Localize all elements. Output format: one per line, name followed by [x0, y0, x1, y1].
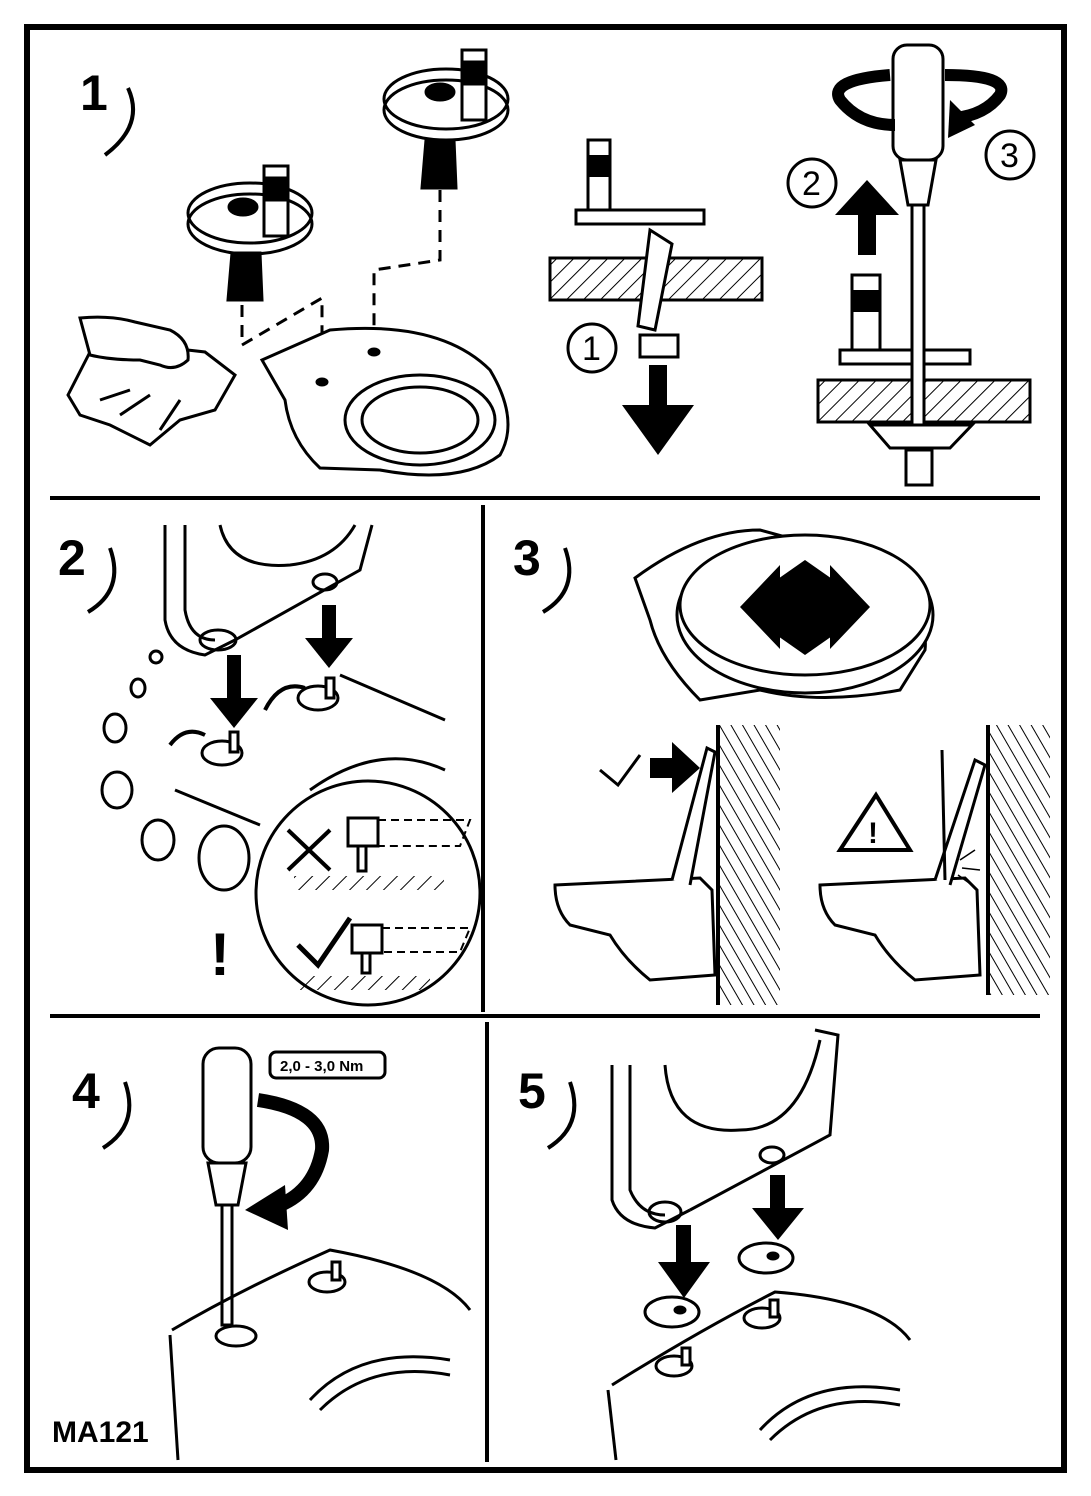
arrow-down-icon	[210, 605, 353, 728]
torque-badge: 2,0 - 3,0 Nm	[268, 1050, 387, 1080]
seat-hinge-drawing	[610, 1028, 840, 1230]
arrow-up-icon	[835, 180, 899, 255]
lid-against-wall-warning: !	[818, 725, 1050, 995]
bubbles	[100, 649, 251, 892]
substep-2-label: 2	[802, 165, 821, 203]
arrow-down-icon	[658, 1175, 804, 1298]
move-arrows-icon	[740, 560, 870, 655]
step-1-bracket	[103, 87, 136, 157]
step-3-number: 3	[513, 530, 541, 586]
step-4-number: 4	[72, 1063, 100, 1119]
warning-triangle-icon: !	[836, 791, 914, 852]
step-3-panel: 3	[513, 528, 1050, 1005]
step-4-bracket	[101, 1081, 132, 1150]
step-5-panel: 5	[518, 1028, 912, 1461]
screwdriver-icon	[891, 43, 945, 207]
rotate-arrow-icon	[168, 684, 306, 747]
step-1-panel: 1	[66, 43, 1036, 487]
seat-hinge-drawing	[163, 524, 374, 657]
step-2-number: 2	[58, 530, 86, 586]
attention-mark: !	[210, 921, 230, 988]
hand-with-cloth-icon	[66, 315, 237, 447]
step-2-bracket	[86, 547, 117, 614]
step-1-number: 1	[80, 65, 108, 121]
warning-mark: !	[868, 817, 878, 850]
lid-against-wall-ok	[553, 725, 780, 1005]
step-5-number: 5	[518, 1063, 546, 1119]
rotate-arrow-icon	[832, 69, 1008, 138]
hinge-icon	[382, 48, 510, 190]
step-3-bracket	[541, 547, 572, 614]
step-2-panel: 2	[58, 524, 482, 1007]
step-5-bracket	[546, 1081, 577, 1150]
toilet-top-drawing	[168, 1248, 472, 1461]
rotate-arrow-icon	[245, 1093, 330, 1230]
arrow-down-icon	[622, 365, 694, 455]
cross-mark-icon	[286, 828, 332, 872]
outer-frame	[24, 24, 1067, 1473]
install-section-2: 2 3	[786, 43, 1036, 487]
substep-3-label: 3	[1000, 137, 1019, 175]
document-code: MA121	[52, 1416, 149, 1449]
hinge-icon	[186, 164, 314, 302]
install-section-1: 1	[548, 138, 764, 455]
step-4-panel: 4 2,0 - 3,0 Nm MA121	[52, 1046, 472, 1461]
screwdriver-icon	[201, 1046, 253, 1327]
check-mark-icon	[296, 916, 353, 969]
detail-circle	[254, 779, 482, 1007]
toilet-bowl-drawing	[259, 326, 510, 477]
alignment-guides	[240, 190, 442, 380]
torque-label: 2,0 - 3,0 Nm	[280, 1058, 363, 1075]
substep-1-label: 1	[582, 330, 601, 368]
